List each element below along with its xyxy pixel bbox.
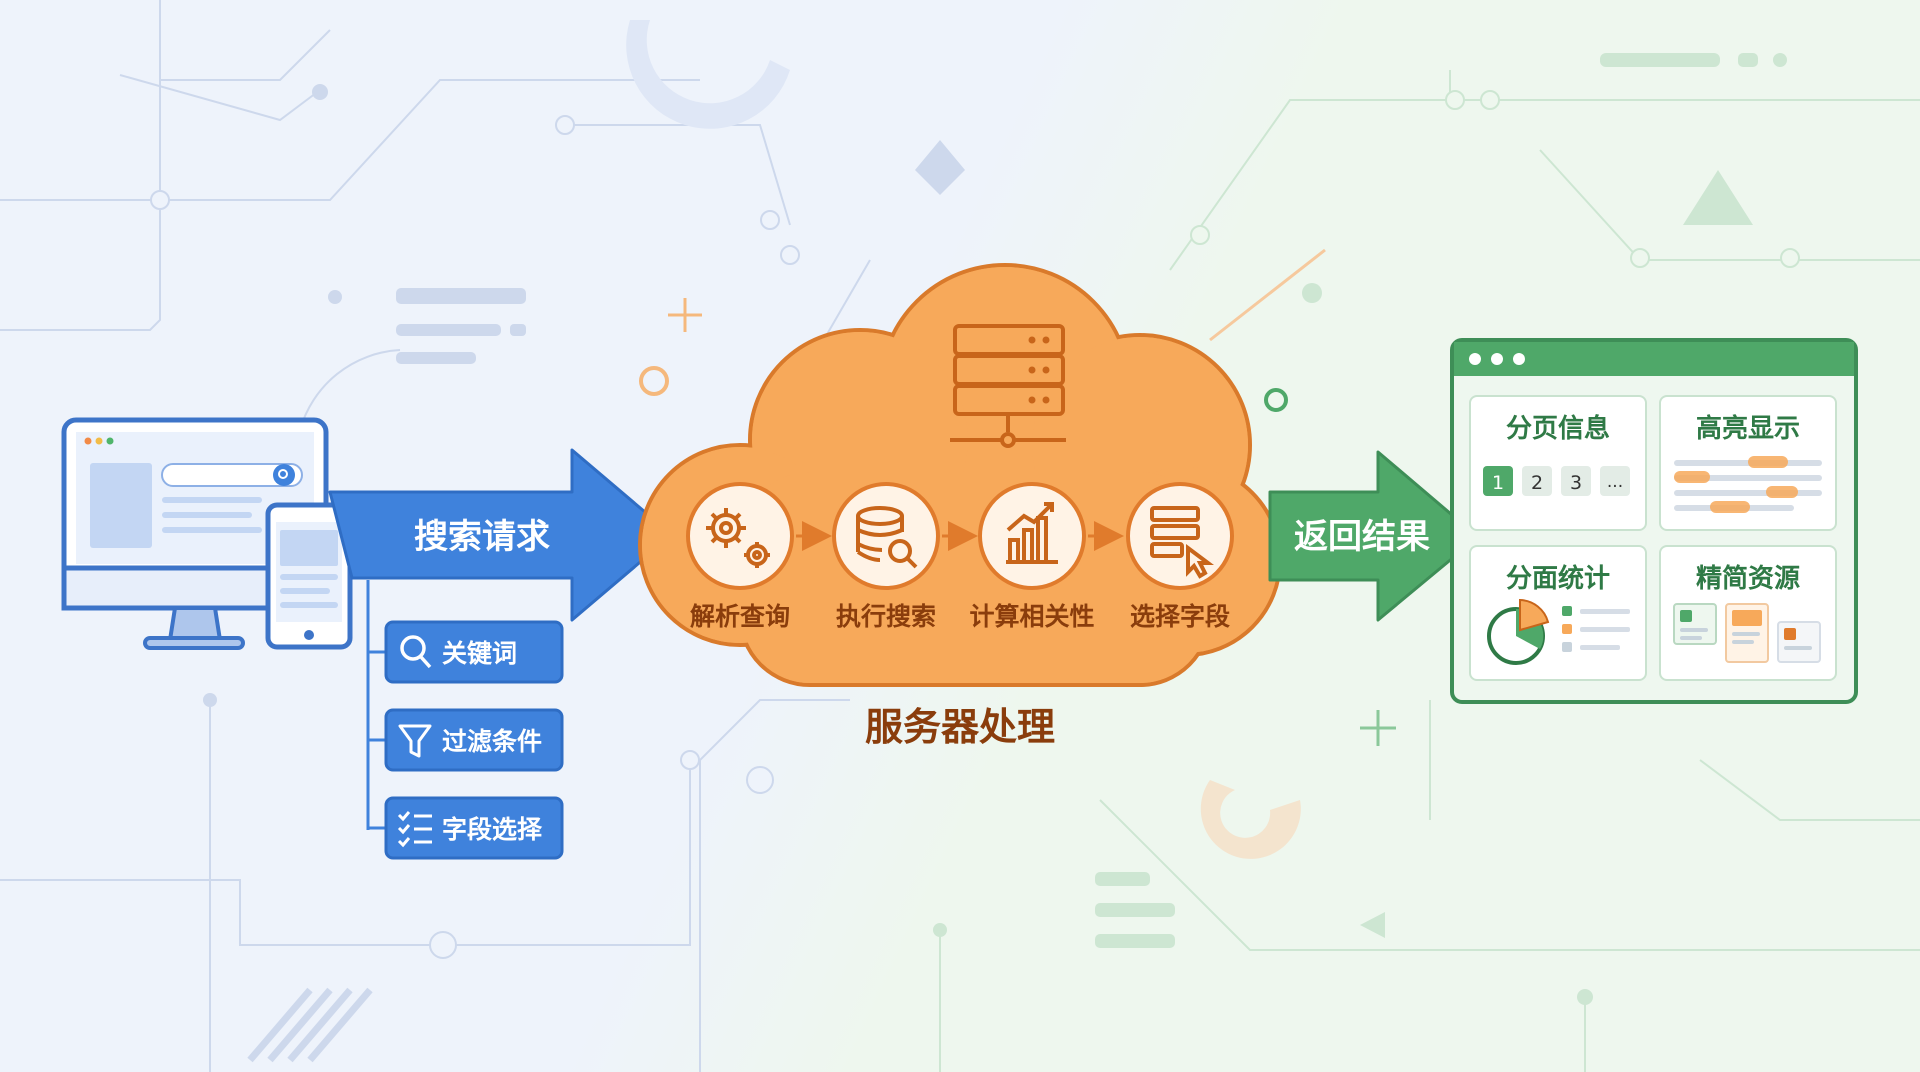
param-filter-label: 过滤条件: [442, 727, 542, 756]
server-icon: [950, 324, 1066, 448]
server-cloud: 解析查询 执行搜索: [638, 263, 1282, 749]
page-button-1[interactable]: [1483, 466, 1513, 496]
page-button-3[interactable]: [1561, 466, 1591, 496]
step-execute-search: 执行搜索: [832, 482, 940, 631]
field-select-icon: [1150, 506, 1214, 579]
page-label-more: ...: [1607, 472, 1623, 492]
panel-pagination: 分页信息 1 2 3 ...: [1469, 395, 1647, 531]
param-keyword: 关键词: [384, 620, 564, 684]
gears-icon: [706, 508, 770, 568]
return-results-arrow: 返回结果: [1268, 450, 1480, 622]
highlight-lines: [1674, 456, 1822, 513]
panel-resources-title: 精简资源: [1696, 563, 1800, 594]
panel-facets-title: 分面统计: [1506, 563, 1610, 594]
search-request-label: 搜索请求: [414, 517, 550, 557]
search-icon: [400, 635, 432, 669]
panel-highlight: 高亮显示: [1659, 395, 1837, 531]
database-search-icon: [856, 506, 918, 569]
processing-steps: 解析查询 执行搜索: [686, 482, 1234, 631]
param-field-selection: 字段选择: [384, 796, 564, 860]
page-label-1: 1: [1492, 472, 1504, 494]
param-filter: 过滤条件: [384, 708, 564, 772]
panel-highlight-title: 高亮显示: [1696, 413, 1800, 444]
return-results-label: 返回结果: [1294, 517, 1430, 557]
search-request-arrow: 搜索请求: [328, 448, 674, 622]
step-select-fields-label: 选择字段: [1130, 602, 1230, 631]
page-button-2[interactable]: [1522, 466, 1552, 496]
bar-chart-icon: [1006, 502, 1058, 564]
resource-cards: [1673, 603, 1821, 663]
panel-pagination-title: 分页信息: [1506, 413, 1610, 444]
step-compute-relevance-label: 计算相关性: [969, 602, 1094, 631]
page-label-2: 2: [1531, 472, 1543, 494]
step-parse-query: 解析查询: [686, 482, 794, 631]
param-field-selection-label: 字段选择: [442, 815, 543, 844]
page-label-3: 3: [1570, 472, 1582, 494]
step-execute-search-label: 执行搜索: [836, 602, 936, 631]
filter-icon: [398, 724, 432, 758]
panel-resources: 精简资源: [1659, 545, 1837, 681]
step-parse-query-label: 解析查询: [690, 602, 790, 631]
panel-facets: 分面统计: [1469, 545, 1647, 681]
server-processing-title: 服务器处理: [865, 705, 1055, 749]
step-compute-relevance: 计算相关性: [969, 482, 1095, 631]
step-select-fields: 选择字段: [1126, 482, 1234, 631]
pie-chart-icon: [1487, 598, 1550, 665]
request-params: 关键词 过滤条件 字段选择: [366, 580, 564, 860]
param-keyword-label: 关键词: [442, 639, 517, 668]
checklist-icon: [397, 811, 432, 848]
page-button-more[interactable]: [1600, 466, 1630, 496]
result-window: 分页信息 1 2 3 ... 高亮显示: [1450, 338, 1858, 704]
